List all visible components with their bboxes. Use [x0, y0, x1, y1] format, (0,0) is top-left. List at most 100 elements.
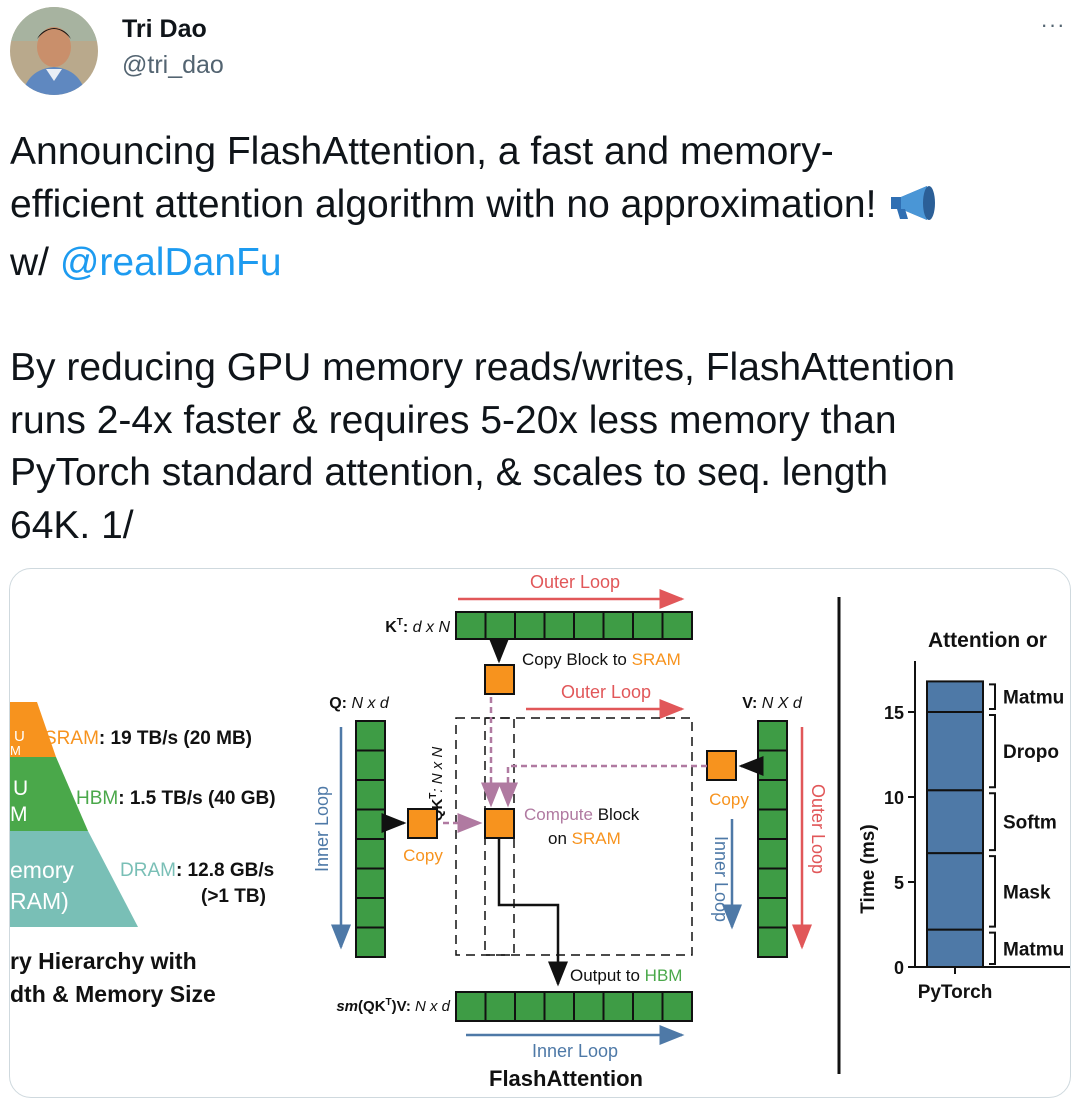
megaphone-icon: [887, 183, 939, 238]
output-cell: [632, 991, 664, 1022]
kt-cell: [602, 611, 634, 640]
chart-legend-label: Mask: [1003, 882, 1051, 903]
kt-cell: [455, 611, 487, 640]
chart-legend-bracket: [989, 855, 996, 928]
dram-layer-label: emory: [10, 857, 74, 883]
sram-spec: SRAM: 19 TB/s (20 MB): [44, 728, 252, 749]
hierarchy-caption: ry Hierarchy with: [10, 948, 197, 974]
tweet-line: efficient attention algorithm with no ap…: [10, 179, 1070, 238]
copy-block-label: Copy Block to SRAM: [522, 650, 681, 669]
v-block: [706, 750, 737, 781]
tweet-line: PyTorch standard attention, & scales to …: [10, 451, 889, 494]
v-cell: [757, 808, 788, 840]
v-cell: [757, 867, 788, 899]
hierarchy-caption: dth & Memory Size: [10, 981, 216, 1007]
output-to-hbm-label: Output to HBM: [570, 966, 682, 985]
q-cell: [355, 779, 386, 811]
memory-hierarchy: U M U M emory RAM) SRAM: 19 TB/s (20 MB)…: [10, 702, 276, 1007]
q-cell: [355, 867, 386, 899]
author-block[interactable]: Tri Dao @tri_dao: [122, 14, 224, 80]
v-cell: [757, 749, 788, 781]
v-cell: [757, 838, 788, 870]
on-sram-label: on SRAM: [548, 829, 621, 848]
output-cell: [573, 991, 605, 1022]
kt-cell: [543, 611, 575, 640]
q-matrix: [355, 720, 386, 958]
output-cell: [455, 991, 487, 1022]
chart-legend-bracket: [989, 792, 996, 852]
avatar[interactable]: [10, 7, 98, 95]
kt-cell: [573, 611, 605, 640]
compute-block-label: Compute Block: [524, 805, 640, 824]
chart-legend-bracket: [989, 931, 996, 965]
q-cell: [355, 720, 386, 752]
output-cell: [661, 991, 693, 1022]
q-cell: [355, 838, 386, 870]
hbm-layer-label: U: [13, 777, 28, 800]
q-cell: [355, 897, 386, 929]
chart-title: Attention or: [928, 629, 1047, 652]
tweet-line: w/ @realDanFu: [10, 237, 1070, 290]
outer-loop-top-label: Outer Loop: [530, 572, 620, 592]
author-name[interactable]: Tri Dao: [122, 15, 207, 43]
chart-legend-label: Matmu: [1003, 939, 1064, 960]
sram-layer: [10, 702, 56, 757]
dram-layer: [10, 831, 138, 927]
output-matrix: [455, 991, 693, 1022]
q-block: [407, 808, 438, 839]
chart-legend-label: Matmu: [1003, 688, 1064, 709]
tweet-line-text: w/: [10, 241, 60, 284]
outer-loop-right-label: Outer Loop: [808, 784, 828, 874]
hbm-layer: [10, 757, 88, 831]
hbm-layer-label: M: [10, 803, 28, 826]
output-cell: [484, 991, 516, 1022]
qkt-region: [455, 717, 693, 956]
flashattention-title: FlashAttention: [489, 1066, 643, 1091]
kt-cell: [514, 611, 546, 640]
q-cell: [355, 926, 386, 958]
chart-ytick-label: 0: [894, 958, 904, 978]
tweet-line: By reducing GPU memory reads/writes, Fla…: [10, 346, 956, 389]
tweet-media[interactable]: U M U M emory RAM) SRAM: 19 TB/s (20 MB)…: [9, 568, 1071, 1098]
author-handle[interactable]: @tri_dao: [122, 51, 224, 79]
chart-bar-segment: [926, 928, 984, 969]
more-options-button[interactable]: ···: [1036, 14, 1070, 38]
copy-right-label: Copy: [709, 790, 749, 809]
output-cell: [543, 991, 575, 1022]
chart-legend-label: Softm: [1003, 813, 1057, 834]
sram-layer-label: U: [14, 728, 25, 745]
output-cell: [514, 991, 546, 1022]
v-cell: [757, 720, 788, 752]
mention-link[interactable]: @realDanFu: [59, 241, 282, 284]
chart-bar-segment: [926, 852, 984, 931]
chart-legend-label: Dropo: [1003, 742, 1059, 763]
v-to-compute-arrow: [498, 764, 707, 808]
inner-loop-left-label: Inner Loop: [312, 786, 332, 872]
q-label: Q: N x d: [329, 695, 390, 712]
compute-block: [484, 808, 515, 839]
chart-ylabel: Time (ms): [858, 824, 879, 913]
k-block: [484, 664, 515, 695]
copy-left-label: Copy: [403, 846, 443, 865]
kt-cell: [484, 611, 516, 640]
output-cell: [602, 991, 634, 1022]
tweet-line: runs 2-4x faster & requires 5-20x less m…: [10, 398, 897, 442]
chart-bars: [926, 680, 984, 969]
chart-ytick-label: 5: [894, 873, 904, 893]
q-cell: [355, 808, 386, 840]
dram-spec-size: (>1 TB): [201, 886, 266, 907]
chart-bar-segment: [926, 680, 984, 714]
sram-layer-label: M: [10, 743, 21, 758]
v-matrix: [757, 720, 788, 958]
inner-loop-bottom-label: Inner Loop: [532, 1041, 618, 1061]
outer-loop-mid-label: Outer Loop: [561, 682, 651, 702]
v-label: V: N X d: [742, 695, 803, 712]
chart-xticks: PyTorchF: [918, 967, 993, 1003]
output-arrow: [497, 838, 568, 987]
chart-bar-segment: [926, 711, 984, 792]
chart-ytick-label: 10: [884, 788, 904, 808]
chart-ytick-label: 15: [884, 703, 904, 723]
chart-xtick-label: PyTorch: [918, 982, 993, 1003]
v-cell: [757, 779, 788, 811]
